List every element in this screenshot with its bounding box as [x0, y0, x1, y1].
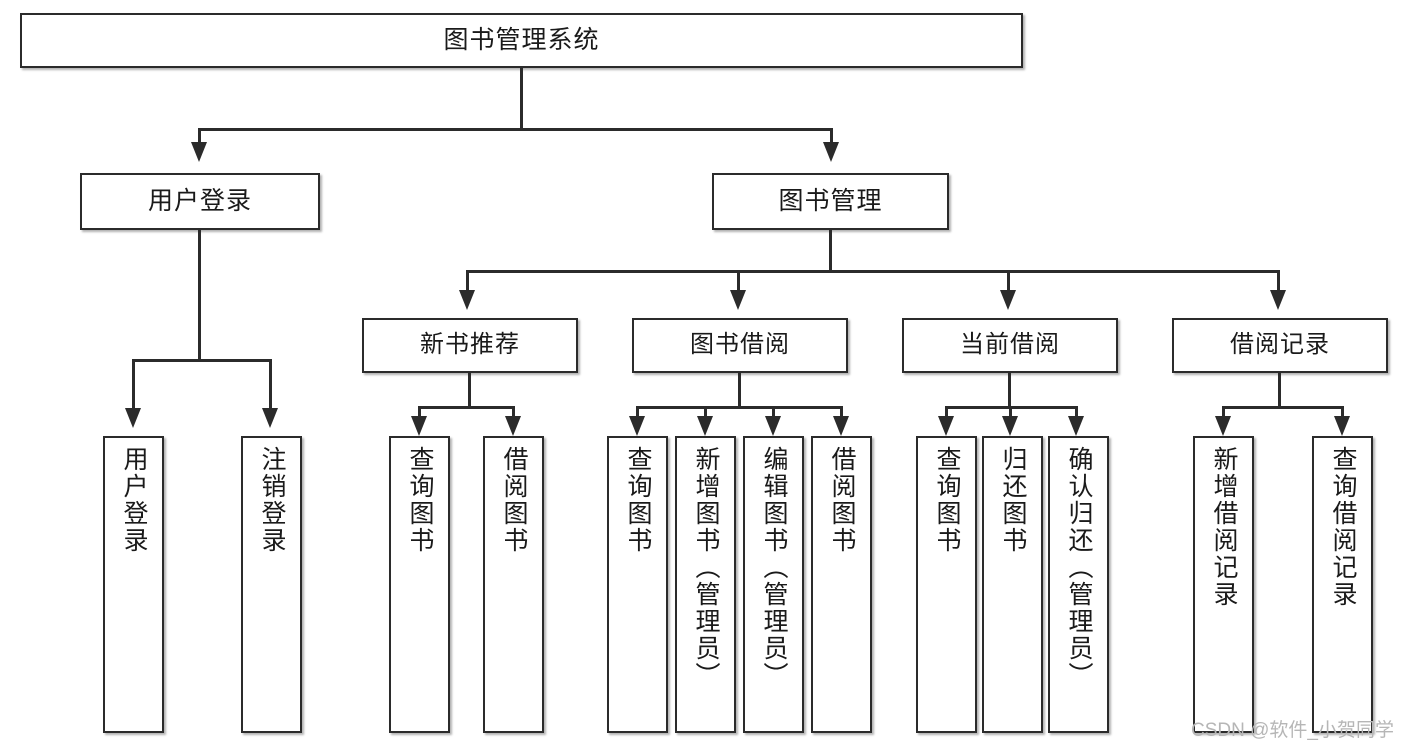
arrow-leaf-borrow-book-1 — [505, 416, 521, 436]
node-leaf-edit-book[interactable]: 编辑图书（管理员） — [743, 436, 804, 733]
node-current-borrow[interactable]: 当前借阅 — [902, 318, 1118, 373]
edge-drop-user-login — [198, 128, 201, 144]
edge-borrow-record-stem — [1278, 373, 1281, 408]
edge-drop-leaf-logout-login — [269, 359, 272, 410]
arrow-current-borrow — [1000, 290, 1016, 310]
edge-user-login-bus — [132, 359, 272, 362]
node-leaf-borrow-book-1[interactable]: 借阅图书 — [483, 436, 544, 733]
node-leaf-add-record[interactable]: 新增借阅记录 — [1193, 436, 1254, 733]
edge-new-book-recommend-bus — [418, 406, 515, 409]
edge-drop-leaf-confirm-return — [1075, 406, 1078, 418]
node-label: 借阅图书 — [500, 446, 528, 554]
arrow-leaf-query-book-3 — [938, 416, 954, 436]
edge-new-book-recommend-stem — [468, 373, 471, 408]
edge-level3-bus — [466, 270, 1280, 273]
arrow-leaf-logout-login — [262, 408, 278, 428]
edge-drop-leaf-edit-book — [772, 406, 775, 418]
node-label: 借阅图书 — [828, 446, 856, 554]
node-leaf-query-book-2[interactable]: 查询图书 — [607, 436, 668, 733]
node-label: 注销登录 — [258, 446, 286, 554]
arrow-borrow-record — [1270, 290, 1286, 310]
arrow-leaf-edit-book — [765, 416, 781, 436]
node-borrow-record[interactable]: 借阅记录 — [1172, 318, 1388, 373]
node-label: 查询图书 — [933, 446, 961, 554]
arrow-leaf-return-book — [1002, 416, 1018, 436]
edge-drop-current-borrow — [1007, 270, 1010, 292]
edge-drop-leaf-user-login — [132, 359, 135, 410]
node-user-login[interactable]: 用户登录 — [80, 173, 320, 230]
arrow-leaf-query-book-2 — [629, 416, 645, 436]
edge-drop-leaf-query-book-1 — [418, 406, 421, 418]
node-root-book-management-system[interactable]: 图书管理系统 — [20, 13, 1023, 68]
node-leaf-user-login[interactable]: 用户登录 — [103, 436, 164, 733]
arrow-leaf-query-book-1 — [411, 416, 427, 436]
edge-drop-leaf-query-book-2 — [636, 406, 639, 418]
csdn-watermark: CSDN @软件_小贺同学 — [1191, 720, 1394, 741]
node-label: 查询图书 — [624, 446, 652, 554]
node-label: 查询借阅记录 — [1329, 446, 1357, 608]
node-leaf-query-book-1[interactable]: 查询图书 — [389, 436, 450, 733]
arrow-leaf-confirm-return — [1068, 416, 1084, 436]
edge-drop-book-borrow — [737, 270, 740, 292]
arrow-user-login — [191, 142, 207, 162]
arrow-leaf-borrow-book-2 — [833, 416, 849, 436]
node-label: 新书推荐 — [420, 331, 520, 359]
edge-drop-leaf-add-book — [704, 406, 707, 418]
edge-level2-bus — [198, 128, 833, 131]
edge-borrow-record-bus — [1222, 406, 1344, 409]
edge-root-stem — [520, 68, 523, 130]
node-label: 用户登录 — [147, 186, 252, 215]
edge-book-borrow-stem — [738, 373, 741, 408]
arrow-leaf-add-book — [697, 416, 713, 436]
node-new-book-recommend[interactable]: 新书推荐 — [362, 318, 578, 373]
edge-current-borrow-stem — [1008, 373, 1011, 408]
arrow-book-management — [823, 142, 839, 162]
edge-drop-leaf-borrow-book-2 — [840, 406, 843, 418]
node-book-borrow[interactable]: 图书借阅 — [632, 318, 848, 373]
edge-drop-new-book-recommend — [466, 270, 469, 292]
arrow-leaf-add-record — [1215, 416, 1231, 436]
arrow-leaf-user-login — [125, 408, 141, 428]
edge-book-borrow-bus — [636, 406, 841, 409]
node-label: 用户登录 — [120, 446, 148, 554]
node-label: 编辑图书（管理员） — [760, 446, 788, 689]
arrow-leaf-query-record — [1334, 416, 1350, 436]
node-label: 当前借阅 — [960, 331, 1060, 359]
edge-drop-leaf-query-book-3 — [945, 406, 948, 418]
node-label: 图书借阅 — [690, 331, 790, 359]
edge-drop-leaf-query-record — [1341, 406, 1344, 418]
node-leaf-add-book[interactable]: 新增图书（管理员） — [675, 436, 736, 733]
node-leaf-borrow-book-2[interactable]: 借阅图书 — [811, 436, 872, 733]
edge-drop-book-management — [830, 128, 833, 144]
node-leaf-query-book-3[interactable]: 查询图书 — [916, 436, 977, 733]
edge-drop-borrow-record — [1277, 270, 1280, 292]
node-book-management[interactable]: 图书管理 — [712, 173, 949, 230]
node-leaf-confirm-return[interactable]: 确认归还（管理员） — [1048, 436, 1109, 733]
node-leaf-return-book[interactable]: 归还图书 — [982, 436, 1043, 733]
node-leaf-query-record[interactable]: 查询借阅记录 — [1312, 436, 1373, 733]
edge-drop-leaf-add-record — [1222, 406, 1225, 418]
edge-user-login-stem — [198, 230, 201, 361]
edge-drop-leaf-borrow-book-1 — [512, 406, 515, 418]
arrow-new-book-recommend — [459, 290, 475, 310]
edge-drop-leaf-return-book — [1009, 406, 1012, 418]
node-label: 图书管理 — [778, 186, 883, 215]
arrow-book-borrow — [730, 290, 746, 310]
node-label: 确认归还（管理员） — [1065, 446, 1093, 689]
node-label: 新增借阅记录 — [1210, 446, 1238, 608]
node-label: 图书管理系统 — [443, 25, 600, 54]
node-label: 归还图书 — [999, 446, 1027, 554]
node-leaf-logout-login[interactable]: 注销登录 — [241, 436, 302, 733]
node-label: 查询图书 — [406, 446, 434, 554]
node-label: 借阅记录 — [1230, 331, 1330, 359]
edge-book-management-stem — [829, 230, 832, 272]
node-label: 新增图书（管理员） — [692, 446, 720, 689]
